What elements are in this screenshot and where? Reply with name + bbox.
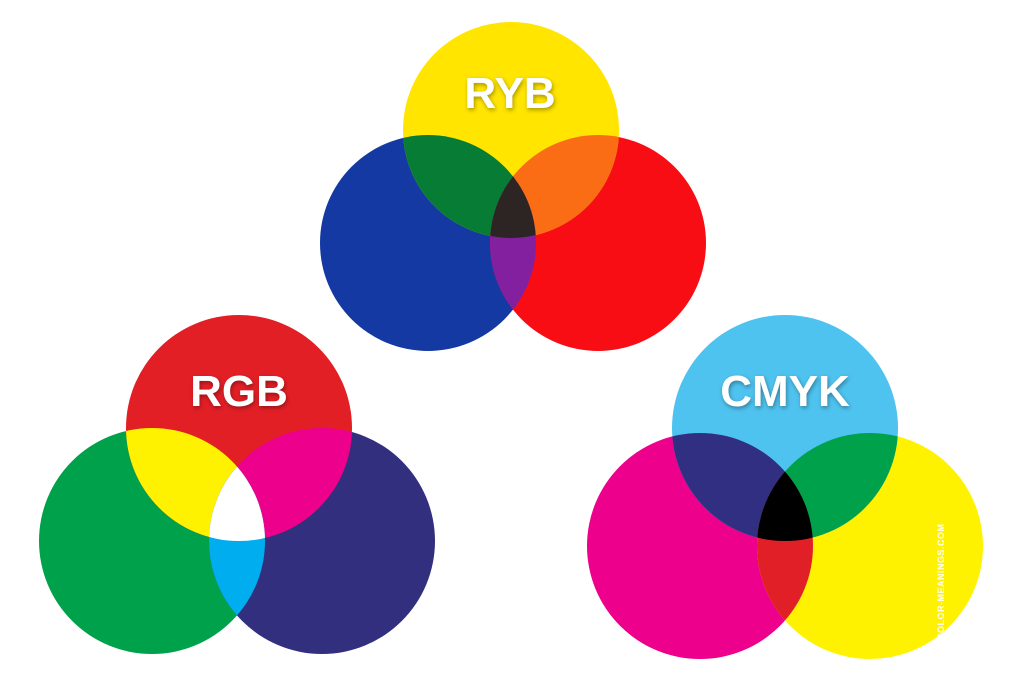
ryb-label: RYB: [464, 69, 555, 118]
rgb-overlap-top-left: [126, 428, 265, 541]
rgb-venn-diagram: [39, 315, 435, 654]
ryb-venn-diagram: [320, 22, 706, 351]
cmyk-overlap-top-left: [672, 433, 813, 541]
cmyk-overlap-top-right: [757, 433, 898, 541]
rgb-label: RGB: [190, 367, 288, 416]
cmyk-venn-diagram: [587, 315, 983, 659]
ryb-overlap-top-left: [403, 135, 536, 238]
ryb-overlap-top-right: [490, 135, 619, 238]
rgb-overlap-top-right: [209, 428, 352, 541]
cmyk-label: CMYK: [720, 367, 850, 416]
site-watermark: COLOR-MEANINGS.COM: [936, 524, 946, 641]
